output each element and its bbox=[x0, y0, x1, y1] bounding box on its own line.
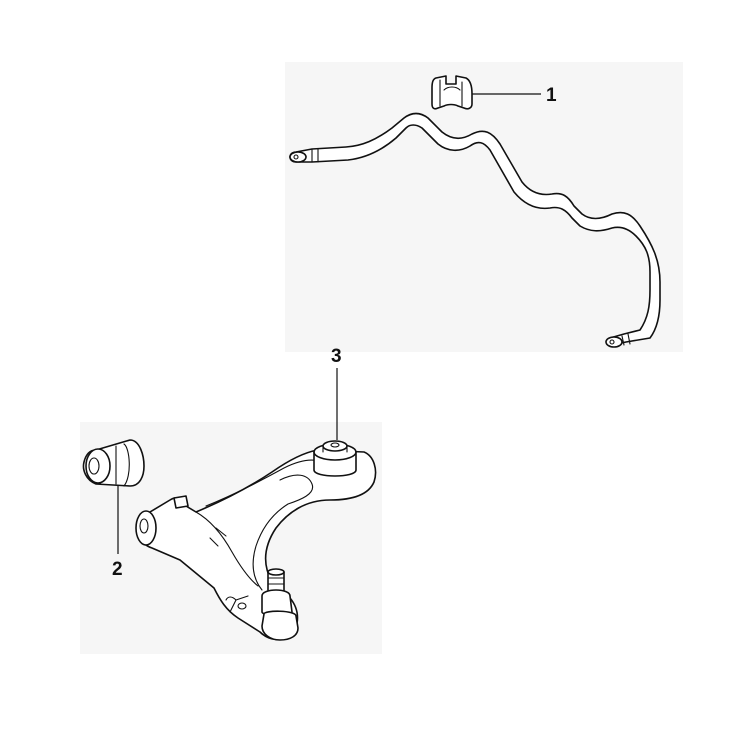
rear-bushing-mounted bbox=[313, 440, 357, 477]
callout-label-3: 3 bbox=[331, 346, 342, 367]
stabilizer-right-hole bbox=[609, 339, 615, 345]
stabilizer-bushing bbox=[431, 75, 473, 110]
callout-2: 2 bbox=[112, 486, 123, 580]
front-bushing bbox=[82, 439, 145, 487]
ball-joint-threads bbox=[267, 577, 285, 585]
stabilizer-left-collar bbox=[311, 148, 319, 163]
stabilizer-panel bbox=[285, 62, 683, 352]
ball-joint-rivet bbox=[237, 602, 247, 610]
ball-joint bbox=[237, 568, 299, 641]
callout-3: 3 bbox=[331, 346, 342, 440]
callout-label-1: 1 bbox=[546, 85, 557, 106]
callout-1: 1 bbox=[472, 85, 557, 106]
ball-joint-housing bbox=[261, 610, 299, 641]
arm-front-pivot-hole bbox=[139, 518, 149, 534]
callout-label-2: 2 bbox=[112, 559, 123, 580]
front-bushing-face bbox=[85, 448, 111, 484]
bushing-detail bbox=[439, 79, 463, 107]
stabilizer-right-collar bbox=[621, 333, 631, 346]
stabilizer-left-hole bbox=[293, 154, 299, 160]
arm-front-pivot bbox=[135, 510, 157, 546]
arm-rib-marks bbox=[209, 527, 227, 547]
front-bushing-grooves bbox=[115, 443, 130, 487]
rear-bushing-hole bbox=[330, 442, 340, 448]
arm-lower-web bbox=[225, 595, 249, 613]
front-bushing-hole bbox=[88, 457, 100, 475]
arm-bracket bbox=[173, 495, 189, 509]
arm-rib bbox=[195, 459, 323, 591]
stabilizer-bar bbox=[289, 112, 661, 348]
ball-joint-stud-top bbox=[267, 568, 285, 576]
rear-bushing-collar-sides bbox=[322, 445, 348, 453]
lower-control-arm bbox=[135, 440, 377, 641]
